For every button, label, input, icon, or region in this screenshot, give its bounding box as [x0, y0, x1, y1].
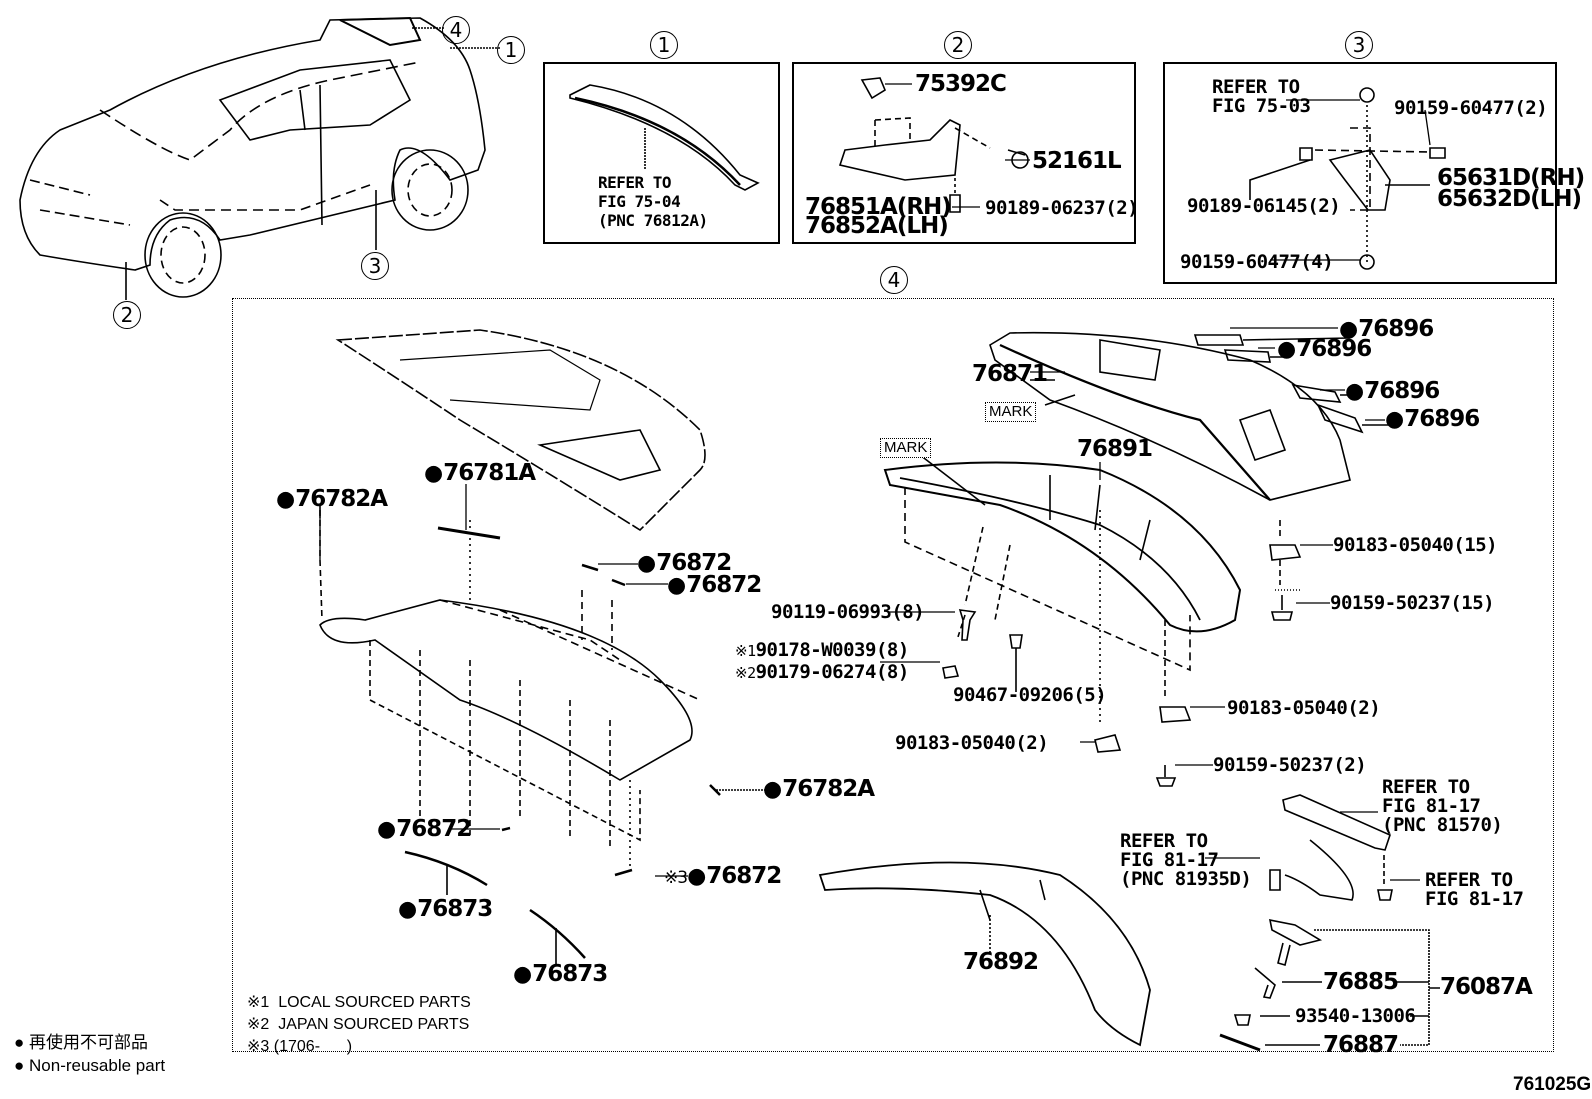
part-76851A-rh[interactable]: 76851A(RH) [805, 194, 952, 220]
non-reusable-dot-icon: ● [14, 1033, 25, 1052]
inset2-title: 2 [944, 31, 972, 59]
part-76885[interactable]: 76885 [1323, 969, 1399, 995]
part-76887[interactable]: 76887 [1323, 1032, 1399, 1058]
inset3-bracket-drawing [1249, 87, 1446, 270]
part-76782A-upper[interactable]: 76782A [276, 488, 388, 511]
part-65632D-lh[interactable]: 65632D(LH) [1437, 186, 1582, 212]
inset1-box [543, 62, 780, 244]
overview-callout-4: 4 [442, 16, 470, 44]
leader-lines [319, 83, 1431, 881]
fastener-drawings [942, 544, 1302, 787]
part-90189-06145[interactable]: 90189-06145(2) [1187, 195, 1341, 217]
refer-wire-line1[interactable]: REFER TO [1120, 830, 1208, 852]
inset1-title: 1 [650, 31, 678, 59]
part-90178-W0039-local[interactable]: ※190178-W0039(8) [735, 639, 909, 661]
inset3-box [1163, 62, 1557, 284]
part-90183-05040-2-right[interactable]: 90183-05040(2) [1227, 697, 1381, 719]
legend-japanese: ● 再使用不可部品 [14, 1033, 149, 1052]
stop-lamp-and-wire-drawing [1269, 794, 1393, 901]
part-75392C[interactable]: 75392C [915, 71, 1007, 97]
inset2-box [792, 62, 1136, 244]
figure-code: 761025G [1513, 1074, 1592, 1095]
mark-label-lower: MARK [880, 438, 932, 458]
note-2: ※2 JAPAN SOURCED PARTS [247, 1016, 470, 1033]
part-76896-c[interactable]: 76896 [1345, 380, 1440, 403]
vehicle-overview-drawing [19, 16, 500, 300]
part-90183-05040-2-left[interactable]: 90183-05040(2) [895, 732, 1049, 754]
note-1: ※1 LOCAL SOURCED PARTS [247, 994, 471, 1011]
part-76871[interactable]: 76871 [972, 361, 1048, 387]
part-90159-60477-top[interactable]: 90159-60477(2) [1394, 97, 1548, 119]
refer-bolt-line1[interactable]: REFER TO [1425, 869, 1513, 891]
part-76782A-lower[interactable]: 76782A [763, 778, 875, 801]
overview-callout-2: 2 [113, 301, 141, 329]
part-90159-50237-15[interactable]: 90159-50237(15) [1330, 592, 1495, 614]
spoiler-outer-panel-drawing [335, 329, 706, 532]
legend-english: ● Non-reusable part [14, 1056, 166, 1075]
note-mark-1: ※1 [735, 642, 756, 660]
part-90179-06274-japan[interactable]: ※290179-06274(8) [735, 661, 909, 683]
part-76873-b[interactable]: 76873 [513, 963, 608, 986]
spoiler-underpanel-drawing [319, 505, 765, 965]
part-76872-d[interactable]: ※376872 [664, 863, 782, 890]
note-mark-2: ※2 [735, 664, 756, 682]
inset1-refer-line3[interactable]: (PNC 76812A) [598, 211, 708, 230]
note-mark-3: ※3 [664, 868, 688, 888]
part-76852A-lh[interactable]: 76852A(LH) [805, 213, 949, 239]
part-76873-a[interactable]: 76873 [398, 898, 493, 921]
refer-lamp-line3[interactable]: (PNC 81570) [1382, 814, 1503, 836]
non-reusable-dot-icon: ● [14, 1056, 25, 1075]
mark-label-upper: MARK [985, 402, 1037, 422]
note-3: ※3 (1706- ) [247, 1038, 353, 1055]
part-76896-a[interactable]: 76896 [1339, 318, 1434, 341]
part-76781A[interactable]: 76781A [424, 462, 536, 485]
part-52161L[interactable]: 52161L [1032, 148, 1122, 174]
part-76872-a[interactable]: 76872 [637, 552, 732, 575]
inset1-spoiler-drawing [569, 84, 760, 191]
overview-callout-1: 1 [497, 36, 525, 64]
inset3-title: 3 [1345, 31, 1373, 59]
part-76087A[interactable]: 76087A [1440, 974, 1533, 1000]
part-76872-c[interactable]: 76872 [377, 818, 472, 841]
refer-lamp-line2[interactable]: FIG 81-17 [1382, 795, 1481, 817]
part-90189-06237[interactable]: 90189-06237(2) [985, 197, 1139, 219]
spoiler-frame-76891-drawing [883, 454, 1281, 725]
part-90183-05040-15[interactable]: 90183-05040(15) [1333, 534, 1498, 556]
part-93540-13006[interactable]: 93540-13006 [1295, 1005, 1416, 1027]
part-76891[interactable]: 76891 [1077, 436, 1153, 462]
main-box [232, 298, 1554, 1052]
refer-lamp-line1[interactable]: REFER TO [1382, 776, 1470, 798]
overview-callout-3: 3 [361, 252, 389, 280]
part-76872-b[interactable]: 76872 [667, 574, 762, 597]
refer-wire-line3[interactable]: (PNC 81935D) [1120, 868, 1252, 890]
part-65631D-rh[interactable]: 65631D(RH) [1437, 165, 1585, 191]
part-90159-60477-bottom[interactable]: 90159-60477(4) [1180, 251, 1334, 273]
refer-bolt-line2[interactable]: FIG 81-17 [1425, 888, 1524, 910]
part-76892[interactable]: 76892 [963, 949, 1039, 975]
part-90159-50237-2[interactable]: 90159-50237(2) [1213, 754, 1367, 776]
main-title: 4 [880, 266, 908, 294]
inset1-refer-line1[interactable]: REFER TO [598, 173, 672, 192]
refer-wire-line2[interactable]: FIG 81-17 [1120, 849, 1219, 871]
part-90467-09206[interactable]: 90467-09206(5) [953, 684, 1107, 706]
kit-76087A-drawing [1219, 918, 1440, 1052]
inset3-refer-line1[interactable]: REFER TO [1212, 76, 1300, 98]
lower-frame-76892-drawing [818, 861, 1151, 1047]
inset1-refer-line2[interactable]: FIG 75-04 [598, 192, 681, 211]
inset3-refer-line2[interactable]: FIG 75-03 [1212, 95, 1311, 117]
part-76896-b[interactable]: 76896 [1277, 338, 1372, 361]
part-90119-06993[interactable]: 90119-06993(8) [771, 601, 925, 623]
part-76896-d[interactable]: 76896 [1385, 408, 1480, 431]
